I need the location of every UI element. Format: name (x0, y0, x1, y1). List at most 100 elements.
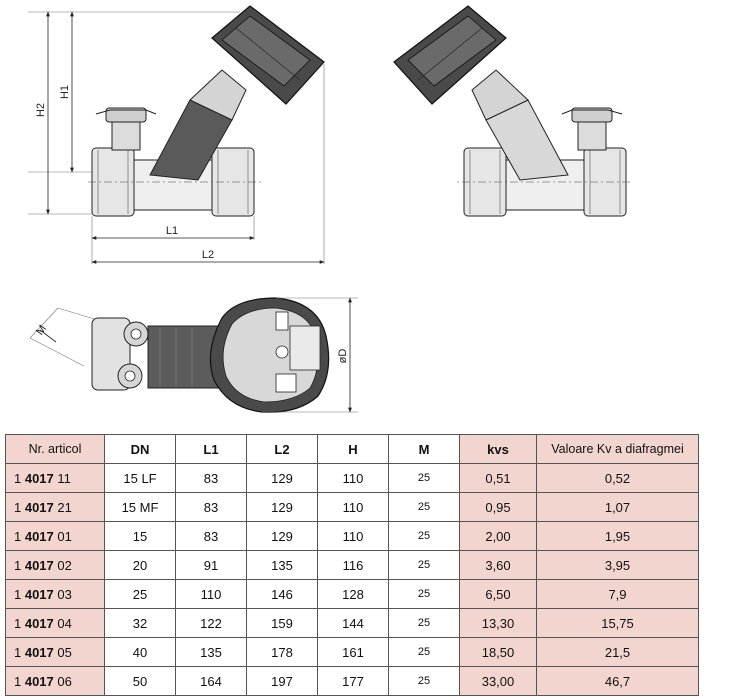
cell-h: 116 (317, 550, 389, 580)
article-suffix: 21 (53, 499, 72, 515)
cell-kv-diaphragm: 46,7 (536, 666, 699, 696)
cell-kv-diaphragm: 7,9 (536, 579, 699, 609)
cell-dn: 15 (104, 521, 176, 551)
cell-m: 25 (388, 521, 460, 551)
cell-h: 110 (317, 521, 389, 551)
article-prefix: 1 (14, 673, 25, 689)
technical-drawing: H2 H1 L1 L2 (28, 5, 630, 413)
article-code: 4017 (24, 528, 54, 544)
cell-kv-diaphragm: 0,52 (536, 463, 699, 493)
cell-kv-diaphragm: 3,95 (536, 550, 699, 580)
cell-article: 1 4017 11 (5, 463, 105, 493)
article-prefix: 1 (14, 499, 25, 515)
cell-kvs: 6,50 (459, 579, 537, 609)
cell-article: 1 4017 02 (5, 550, 105, 580)
l1-label: L1 (166, 225, 178, 237)
article-prefix: 1 (14, 615, 25, 631)
article-code: 4017 (24, 557, 54, 573)
cell-m: 25 (388, 492, 460, 522)
article-prefix: 1 (14, 644, 25, 660)
side-view-left: H2 H1 L1 L2 (28, 5, 325, 264)
cell-h: 177 (317, 666, 389, 696)
cell-m: 25 (388, 550, 460, 580)
article-code: 4017 (24, 644, 54, 660)
cell-m: 25 (388, 666, 460, 696)
cell-l2: 178 (246, 637, 318, 667)
cell-h: 110 (317, 463, 389, 493)
cell-dn: 40 (104, 637, 176, 667)
col-header-h: H (317, 434, 389, 464)
cell-article: 1 4017 03 (5, 579, 105, 609)
cell-l2: 197 (246, 666, 318, 696)
cell-dn: 50 (104, 666, 176, 696)
cell-l1: 135 (175, 637, 247, 667)
cell-l1: 91 (175, 550, 247, 580)
side-view-right (393, 5, 630, 217)
table-header-row: Nr. articol DN L1 L2 H M kvs Valoare Kv … (5, 434, 699, 464)
cell-l1: 164 (175, 666, 247, 696)
cell-dn: 20 (104, 550, 176, 580)
cell-l2: 129 (246, 463, 318, 493)
article-suffix: 11 (53, 470, 71, 486)
article-prefix: 1 (14, 528, 25, 544)
cell-kvs: 2,00 (459, 521, 537, 551)
col-header-dn: DN (104, 434, 176, 464)
cell-l2: 135 (246, 550, 318, 580)
col-header-l2: L2 (246, 434, 318, 464)
col-header-article: Nr. articol (5, 434, 105, 464)
article-code: 4017 (24, 499, 54, 515)
cell-kvs: 33,00 (459, 666, 537, 696)
cell-article: 1 4017 04 (5, 608, 105, 638)
top-view: M øD (29, 297, 358, 413)
cell-kv-diaphragm: 1,07 (536, 492, 699, 522)
cell-l2: 146 (246, 579, 318, 609)
article-code: 4017 (24, 615, 54, 631)
specification-table: Nr. articol DN L1 L2 H M kvs Valoare Kv … (5, 434, 699, 696)
article-code: 4017 (24, 586, 54, 602)
article-prefix: 1 (14, 557, 25, 573)
cell-article: 1 4017 06 (5, 666, 105, 696)
cell-l1: 83 (175, 492, 247, 522)
cell-h: 128 (317, 579, 389, 609)
article-code: 4017 (24, 470, 54, 486)
cell-m: 25 (388, 608, 460, 638)
cell-kvs: 0,95 (459, 492, 537, 522)
col-header-m: M (388, 434, 460, 464)
cell-kv-diaphragm: 15,75 (536, 608, 699, 638)
od-label: øD (337, 349, 349, 364)
cell-l2: 159 (246, 608, 318, 638)
cell-kv-diaphragm: 1,95 (536, 521, 699, 551)
article-code: 4017 (24, 673, 54, 689)
article-suffix: 04 (53, 615, 72, 631)
article-suffix: 05 (53, 644, 72, 660)
cell-kvs: 13,30 (459, 608, 537, 638)
cell-kv-diaphragm: 21,5 (536, 637, 699, 667)
article-prefix: 1 (14, 470, 25, 486)
article-suffix: 06 (53, 673, 72, 689)
cell-h: 144 (317, 608, 389, 638)
article-suffix: 01 (53, 528, 72, 544)
h2-label: H2 (35, 103, 47, 117)
col-header-l1: L1 (175, 434, 247, 464)
cell-h: 110 (317, 492, 389, 522)
cell-dn: 15 MF (104, 492, 176, 522)
cell-dn: 15 LF (104, 463, 176, 493)
cell-article: 1 4017 21 (5, 492, 105, 522)
cell-dn: 25 (104, 579, 176, 609)
cell-kvs: 0,51 (459, 463, 537, 493)
cell-kvs: 18,50 (459, 637, 537, 667)
col-header-kv-diaphragm: Valoare Kv a diafragmei (536, 434, 699, 464)
col-header-kvs: kvs (459, 434, 537, 464)
cell-m: 25 (388, 579, 460, 609)
cell-article: 1 4017 01 (5, 521, 105, 551)
cell-l1: 122 (175, 608, 247, 638)
